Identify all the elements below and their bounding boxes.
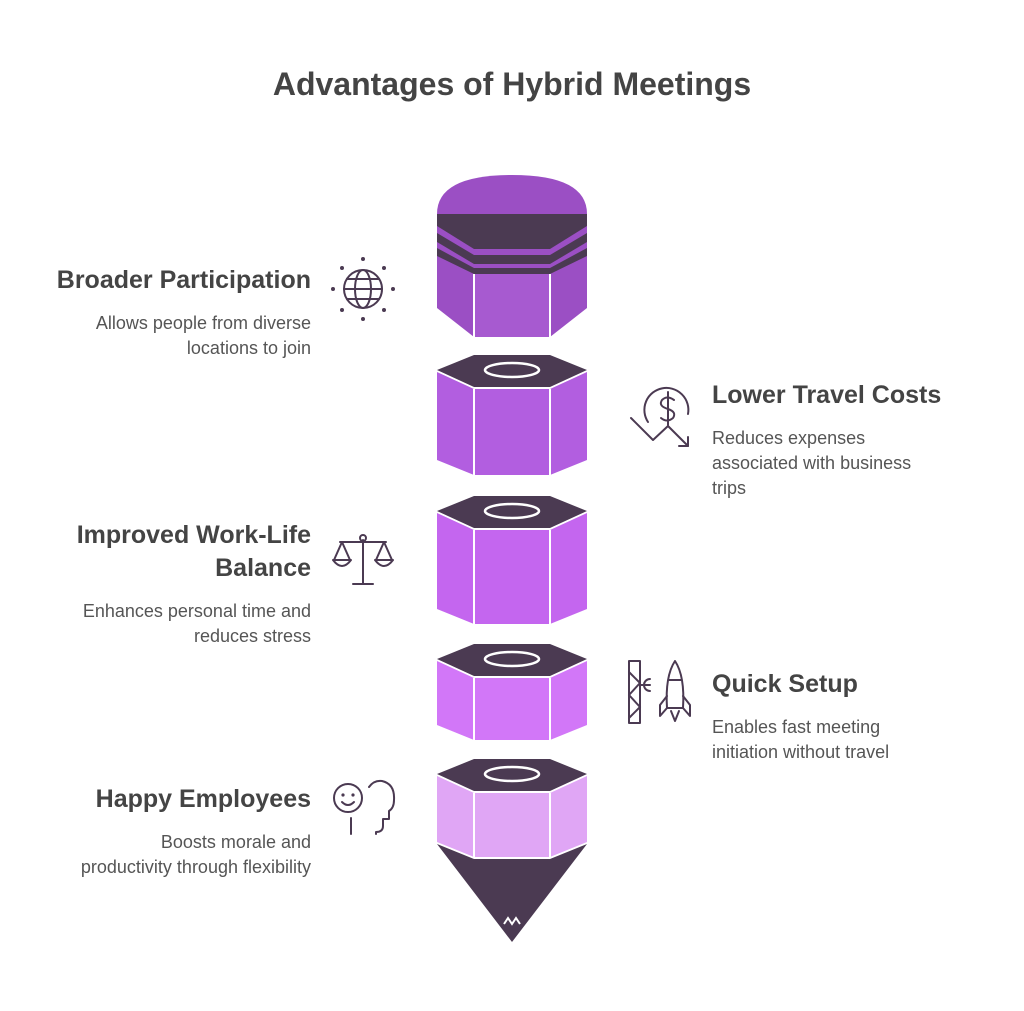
globe-icon — [331, 257, 395, 321]
item-lower-travel-costs: Lower Travel Costs Reduces expenses asso… — [712, 379, 962, 501]
pencil-segment-5-tip — [437, 759, 587, 942]
pencil-segment-eraser — [437, 175, 587, 337]
item-happy-employees: Happy Employees Boosts morale and produc… — [0, 783, 311, 880]
scale-icon — [332, 534, 394, 585]
item-broader-participation: Broader Participation Allows people from… — [0, 264, 311, 361]
item-heading: Happy Employees — [95, 785, 311, 813]
item-heading: Improved Work-Life Balance — [76, 521, 311, 582]
item-heading: Lower Travel Costs — [712, 381, 942, 409]
item-quick-setup: Quick Setup Enables fast meeting initiat… — [712, 668, 962, 765]
pencil-segment-2 — [437, 355, 587, 475]
item-improved-work-life-balance: Improved Work-Life Balance Enhances pers… — [0, 519, 311, 649]
item-description: Reduces expenses associated with busines… — [712, 428, 912, 498]
item-heading: Quick Setup — [712, 670, 858, 698]
item-description: Allows people from diverse locations to … — [95, 313, 311, 358]
item-description: Boosts morale and productivity through f… — [80, 832, 311, 877]
happy-person-icon — [333, 779, 396, 835]
pencil-segment-3 — [437, 496, 587, 624]
item-description: Enhances personal time and reduces stres… — [82, 601, 311, 646]
item-description: Enables fast meeting initiation without … — [712, 717, 890, 762]
page-title: Advantages of Hybrid Meetings — [272, 66, 752, 102]
pencil-segment-4 — [437, 644, 587, 740]
rocket-icon — [628, 660, 691, 724]
item-heading: Broader Participation — [56, 266, 311, 294]
dollar-down-icon — [630, 386, 690, 447]
